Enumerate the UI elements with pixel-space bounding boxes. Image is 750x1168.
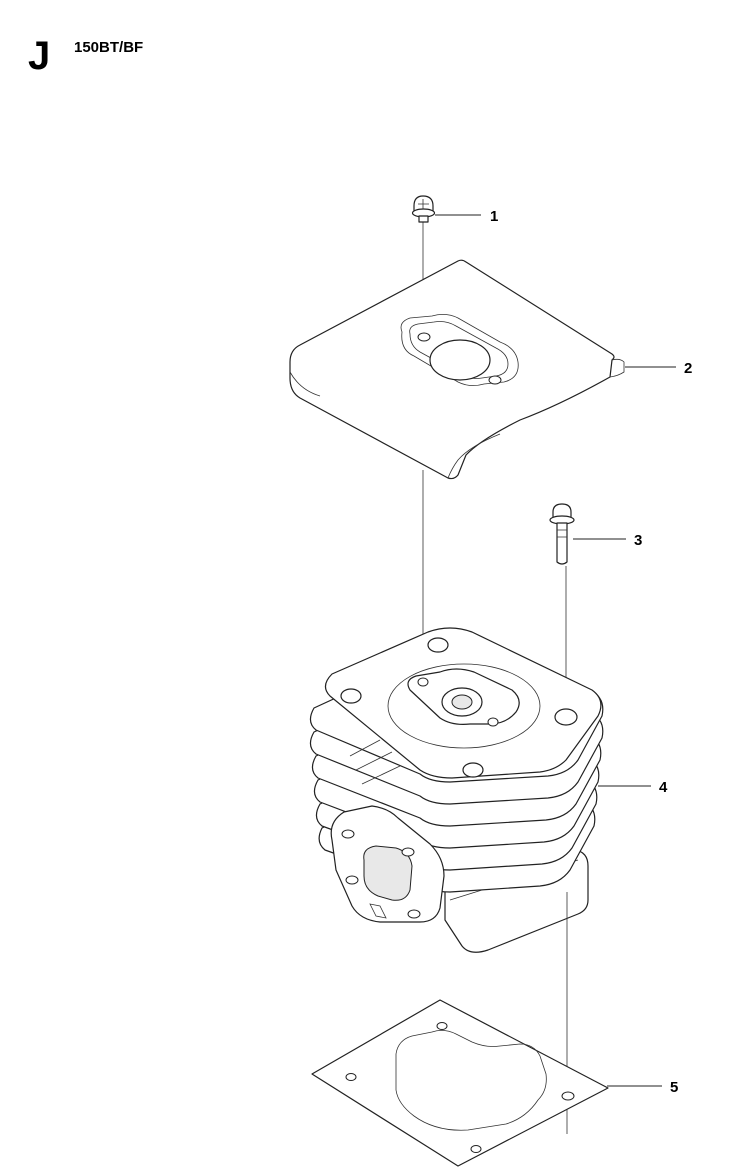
callout-number-5[interactable]: 5 xyxy=(670,1079,678,1096)
part-5-gasket[interactable] xyxy=(311,999,609,1167)
model-label: 150BT/BF xyxy=(74,39,144,56)
part-3-bolt[interactable] xyxy=(549,503,575,565)
callout-number-2[interactable]: 2 xyxy=(684,360,692,377)
part-2-heat-shield[interactable] xyxy=(289,259,625,480)
section-letter: J xyxy=(28,34,51,78)
callout-number-3[interactable]: 3 xyxy=(634,532,642,549)
callout-number-4[interactable]: 4 xyxy=(659,779,668,796)
callout-number-1[interactable]: 1 xyxy=(490,208,498,225)
part-4-cylinder[interactable] xyxy=(309,627,604,953)
part-1-screw[interactable] xyxy=(411,195,436,340)
